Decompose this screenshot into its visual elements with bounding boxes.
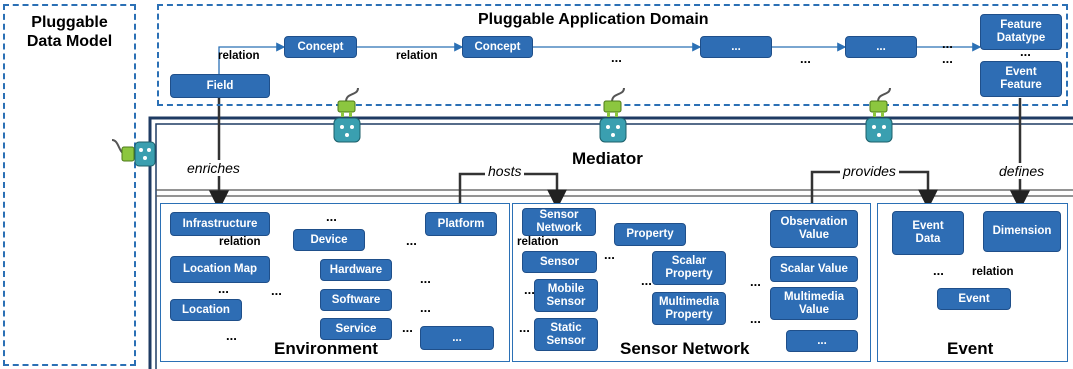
- sensor-network-node[interactable]: Sensor Network: [522, 208, 596, 236]
- data-model-title: Pluggable Data Model: [26, 14, 113, 50]
- ellipsis-text: ...: [519, 320, 530, 335]
- multimedia-value-node[interactable]: Multimedia Value: [770, 287, 858, 320]
- device-node[interactable]: Device: [293, 229, 365, 251]
- scalar-value-node[interactable]: Scalar Value: [770, 256, 858, 282]
- ellipsis-text: ...: [800, 51, 811, 66]
- relation-label: relation: [396, 50, 438, 62]
- plug-icon: [599, 88, 627, 143]
- ellipsis-text: ...: [750, 274, 761, 289]
- sensor-network-title: Sensor Network: [620, 339, 750, 358]
- plug-icon: [865, 88, 893, 143]
- ellipsis-text: ...: [420, 271, 431, 286]
- plug-icon: [111, 139, 156, 167]
- ellipsis-text: ...: [420, 300, 431, 315]
- static-sensor-node[interactable]: Static Sensor: [534, 318, 598, 351]
- ellipsis-text: ...: [1020, 44, 1031, 59]
- ellipsis-node[interactable]: ...: [845, 36, 917, 58]
- defines-label: defines: [996, 163, 1048, 179]
- service-node[interactable]: Service: [320, 318, 392, 340]
- ellipsis-text: ...: [611, 50, 622, 65]
- domain-connectors: [218, 42, 982, 74]
- sensor-node[interactable]: Sensor: [522, 251, 597, 273]
- ellipsis-text: ...: [933, 263, 944, 278]
- event-feature-node[interactable]: Event Feature: [980, 61, 1062, 97]
- concept-node[interactable]: Concept: [284, 36, 357, 58]
- property-node[interactable]: Property: [614, 223, 686, 246]
- ellipsis-text: ...: [218, 281, 229, 296]
- ellipsis-node[interactable]: ...: [700, 36, 772, 58]
- enriches-label: enriches: [184, 160, 243, 176]
- relation-label: relation: [517, 236, 559, 248]
- concept-node[interactable]: Concept: [462, 36, 533, 58]
- multimedia-property-node[interactable]: Multimedia Property: [652, 292, 726, 325]
- observation-value-node[interactable]: Observation Value: [770, 210, 858, 248]
- event-title: Event: [947, 339, 994, 358]
- mobile-sensor-node[interactable]: Mobile Sensor: [534, 279, 598, 312]
- ellipsis-node[interactable]: ...: [786, 330, 858, 352]
- hardware-node[interactable]: Hardware: [320, 259, 392, 281]
- provides-label: provides: [840, 163, 899, 179]
- event-node[interactable]: Event: [937, 288, 1011, 310]
- platform-node[interactable]: Platform: [425, 212, 497, 236]
- dimension-node[interactable]: Dimension: [983, 211, 1061, 252]
- field-node[interactable]: Field: [170, 74, 270, 98]
- mediator-title: Mediator: [572, 149, 643, 168]
- scalar-property-node[interactable]: Scalar Property: [652, 251, 726, 285]
- ellipsis-text: ...: [641, 273, 652, 288]
- ellipsis-text: ...: [271, 283, 282, 298]
- ellipsis-text: ...: [604, 247, 615, 262]
- ellipsis-text: ...: [402, 320, 413, 335]
- data-model-panel: [3, 4, 136, 366]
- relation-label: relation: [218, 50, 260, 62]
- feature-datatype-node[interactable]: Feature Datatype: [980, 14, 1062, 50]
- location-map-node[interactable]: Location Map: [170, 256, 270, 283]
- location-node[interactable]: Location: [170, 299, 242, 321]
- ellipsis-text: ...: [942, 51, 953, 66]
- ellipsis-text: ...: [406, 233, 417, 248]
- app-domain-title: Pluggable Application Domain: [478, 11, 709, 28]
- hosts-label: hosts: [485, 163, 525, 179]
- relation-label: relation: [972, 266, 1014, 278]
- ellipsis-text: ...: [942, 36, 953, 51]
- relation-label: relation: [219, 236, 261, 248]
- ellipsis-node[interactable]: ...: [420, 326, 494, 350]
- software-node[interactable]: Software: [320, 289, 392, 311]
- ellipsis-text: ...: [524, 282, 535, 297]
- environment-title: Environment: [274, 339, 378, 358]
- infrastructure-node[interactable]: Infrastructure: [170, 212, 270, 236]
- ellipsis-text: ...: [750, 311, 761, 326]
- ellipsis-text: ...: [226, 328, 237, 343]
- plug-icon: [333, 88, 361, 143]
- ellipsis-text: ...: [326, 209, 337, 224]
- event-data-node[interactable]: Event Data: [892, 211, 964, 255]
